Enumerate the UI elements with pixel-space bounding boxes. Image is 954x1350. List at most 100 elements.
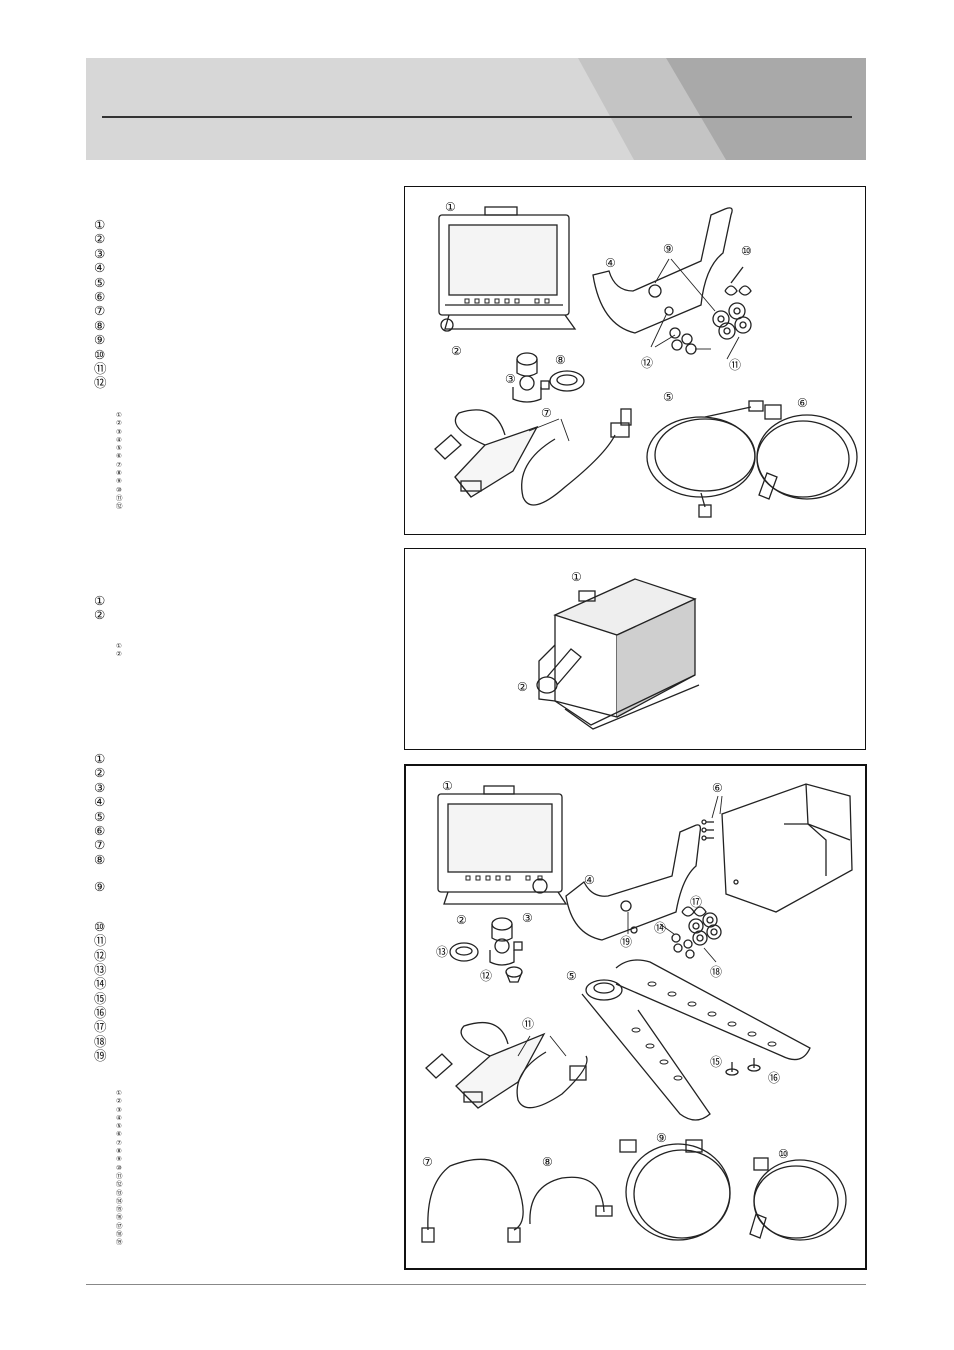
list-item: ⑩ xyxy=(116,1163,122,1172)
cable-9-illustration xyxy=(619,1139,731,1241)
list-item: ⑥ xyxy=(116,452,122,461)
mount-foot-illustration xyxy=(505,966,523,983)
list-item: ⑧ xyxy=(94,317,106,333)
accessories-figure-2: ① ② ③ ④ ⑤ ⑥ ⑦ ⑧ ⑨ ⑩ ⑪ ⑫ ⑬ ⑭ ⑮ ⑯ ⑰ ⑱ ⑲ xyxy=(404,764,867,1270)
list-item: ⑪ xyxy=(94,360,107,376)
ball-head-illustration xyxy=(489,917,523,966)
disc-illustration xyxy=(449,942,479,962)
parts-list-2: ① ② xyxy=(94,593,108,623)
list-item: ⑪ xyxy=(94,933,107,949)
list-item: ④ xyxy=(94,794,106,810)
list-item: ⑱ xyxy=(94,1033,107,1049)
header-banner xyxy=(86,58,866,160)
list-item: ② xyxy=(116,650,122,659)
thumb-screws-illustration xyxy=(725,1058,761,1076)
list-item: ② xyxy=(116,419,122,428)
monitor-illustration xyxy=(438,206,577,332)
list-item: ⑨ xyxy=(116,477,122,486)
list-item: ⑯ xyxy=(94,1005,107,1021)
list-item: ⑥ xyxy=(94,822,106,838)
list-item: ⑧ xyxy=(116,469,122,478)
arm-bracket-illustration xyxy=(581,959,811,1121)
list-item: ⑫ xyxy=(94,375,107,391)
list-item: ⑦ xyxy=(116,460,122,469)
list-item: ① xyxy=(116,642,122,650)
knobs-illustration xyxy=(671,906,722,959)
list-item: ② xyxy=(94,231,106,247)
list-item: ① xyxy=(116,411,122,419)
list-item: ⑪ xyxy=(116,1171,123,1180)
list-item: ⑭ xyxy=(116,1196,123,1205)
list-item: ⑩ xyxy=(116,485,122,494)
parts-list-3: ① ② ③ ④ ⑤ ⑥ ⑦ ⑧ ⑨ ⑩ ⑪ ⑫ ⑬ ⑭ ⑮ ⑯ ⑰ ⑱ ⑲ xyxy=(94,751,108,1064)
cable-10-illustration xyxy=(749,1157,847,1241)
list-item: ③ xyxy=(116,1105,122,1114)
bracket-illustration xyxy=(592,207,733,334)
list-item: ⑯ xyxy=(116,1213,123,1222)
disc-illustration xyxy=(549,370,585,392)
list-item: ⑰ xyxy=(94,1019,107,1035)
list-item: ① xyxy=(94,593,106,608)
list-item: ⑪ xyxy=(116,493,123,502)
list-item: ③ xyxy=(116,427,122,436)
monitor-illustration xyxy=(437,785,568,905)
bracket-illustration xyxy=(565,824,702,941)
list-item: ⑤ xyxy=(94,808,106,824)
accessories-figure-1: ① ② ③ ④ ⑤ ⑥ ⑦ ⑧ ⑨ ⑩ ⑪ ⑫ xyxy=(404,186,866,535)
list-item: ⑮ xyxy=(116,1205,123,1214)
sunhood-figure: ① ② xyxy=(404,548,866,750)
list-item: ⑮ xyxy=(94,990,107,1006)
list-item: ① xyxy=(94,751,106,766)
list-item: ⑨ xyxy=(94,878,106,894)
list-item: ⑤ xyxy=(116,1122,122,1131)
list-item: ⑲ xyxy=(94,1048,107,1064)
list-item: ⑤ xyxy=(94,274,106,290)
cable-7-illustration xyxy=(421,1158,524,1243)
list-item: ⑦ xyxy=(116,1138,122,1147)
knobs-illustration xyxy=(664,302,752,355)
parts-list-1-small: ① ② ③ ④ ⑤ ⑥ ⑦ ⑧ ⑨ ⑩ ⑪ ⑫ xyxy=(116,411,123,511)
list-item: ② xyxy=(94,607,106,623)
list-item: ⑨ xyxy=(116,1155,122,1164)
list-item: ② xyxy=(116,1097,122,1106)
list-item: ⑤ xyxy=(116,444,122,453)
list-item: ① xyxy=(94,217,106,232)
list-item: ③ xyxy=(94,779,106,795)
list-item: ⑲ xyxy=(116,1238,123,1247)
list-item: ⑬ xyxy=(94,961,107,977)
list-item: ⑫ xyxy=(116,502,123,511)
sunhood-illustration xyxy=(536,578,700,730)
list-item: ⑬ xyxy=(116,1188,123,1197)
footer-rule xyxy=(86,1284,866,1285)
list-item: ⑨ xyxy=(94,332,106,348)
list-item: ⑧ xyxy=(94,851,106,867)
screws-illustration xyxy=(701,819,714,841)
list-item: ⑫ xyxy=(116,1180,123,1189)
list-item: ④ xyxy=(116,435,122,444)
video-cable-illustration xyxy=(646,400,764,518)
parts-list-3-small: ① ② ③ ④ ⑤ ⑥ ⑦ ⑧ ⑨ ⑩ ⑪ ⑫ ⑬ ⑭ ⑮ ⑯ ⑰ ⑱ ⑲ xyxy=(116,1089,123,1247)
power-adapter-illustration xyxy=(434,408,632,506)
ball-head-illustration xyxy=(512,352,550,403)
list-item: ⑭ xyxy=(94,976,107,992)
dc-cable-illustration xyxy=(756,404,858,500)
power-adapter-illustration xyxy=(425,1021,588,1109)
parts-list-2-small: ① ② xyxy=(116,642,122,659)
list-item: ⑧ xyxy=(116,1147,122,1156)
list-item: ⑩ xyxy=(94,346,106,362)
list-item: ⑥ xyxy=(94,288,106,304)
list-item: ⑩ xyxy=(94,918,106,934)
parts-list-1: ① ② ③ ④ ⑤ ⑥ ⑦ ⑧ ⑨ ⑩ ⑪ ⑫ xyxy=(94,217,108,391)
header-rule xyxy=(102,116,852,118)
clips-illustration xyxy=(724,266,752,296)
list-item: ① xyxy=(116,1089,122,1097)
list-item: ⑰ xyxy=(116,1221,123,1230)
list-item: ⑫ xyxy=(94,947,107,963)
list-item: ⑦ xyxy=(94,837,106,853)
list-item: ⑦ xyxy=(94,303,106,319)
list-item: ⑥ xyxy=(116,1130,122,1139)
list-item: ③ xyxy=(94,245,106,261)
cable-8-illustration xyxy=(529,1176,613,1225)
sunhood-illustration xyxy=(721,783,853,913)
